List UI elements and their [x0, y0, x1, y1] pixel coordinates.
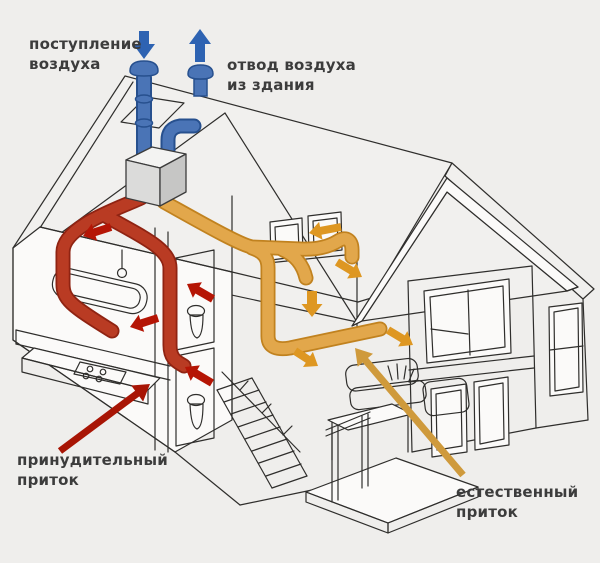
- supply-duct-red: [55, 190, 192, 374]
- supply-outlet-wc1-arrow: [185, 365, 214, 387]
- heat-recovery-unit: [125, 146, 187, 207]
- intake-exhaust-pipes: [129, 60, 214, 166]
- label-forced-inflow: принудительный приток: [17, 451, 168, 489]
- intake-coupling: [134, 94, 154, 104]
- extract-stairwell-arrow: [301, 291, 323, 317]
- label-air-exhaust: отвод воздуха из здания: [227, 56, 356, 94]
- roof-vent-cap-intake: [129, 60, 159, 77]
- supply-outlet-bath-arrow: [83, 223, 113, 241]
- supply-outlet-wc2-arrow: [187, 282, 215, 303]
- label-air-intake: поступление воздуха: [29, 35, 142, 73]
- staircase: [216, 371, 308, 489]
- stove-icon: [21, 347, 161, 405]
- intake-air-arrow: [133, 31, 155, 59]
- extract-window-arrow: [309, 221, 342, 240]
- intake-coupling: [134, 118, 154, 128]
- window-2f: [423, 278, 512, 364]
- supply-outlet-kitchen-arrow: [130, 314, 160, 332]
- toilet-icon-2f: [186, 304, 206, 339]
- forced-inflow-annotation-arrow: [57, 384, 150, 454]
- extract-hall-arrow: [334, 258, 362, 279]
- flow-arrows: [57, 29, 466, 478]
- windows-1f: [430, 376, 510, 458]
- right-wing: [407, 265, 589, 458]
- roof-vent-stem-exhaust: [193, 78, 208, 97]
- exhaust-air-arrow: [189, 29, 211, 62]
- natural-inflow-annotation-arrow: [355, 348, 466, 478]
- porch: [305, 411, 479, 534]
- extract-duct-orange: [156, 194, 388, 357]
- toilet-icon-1f: [186, 393, 206, 430]
- extract-living-arrow: [385, 326, 413, 347]
- shower-icon: [116, 249, 128, 279]
- label-natural-inflow: естественный приток: [456, 483, 579, 521]
- extract-lower-arrow: [292, 347, 318, 367]
- window-side: [535, 298, 589, 429]
- roof-vent-cap-exhaust: [187, 64, 214, 80]
